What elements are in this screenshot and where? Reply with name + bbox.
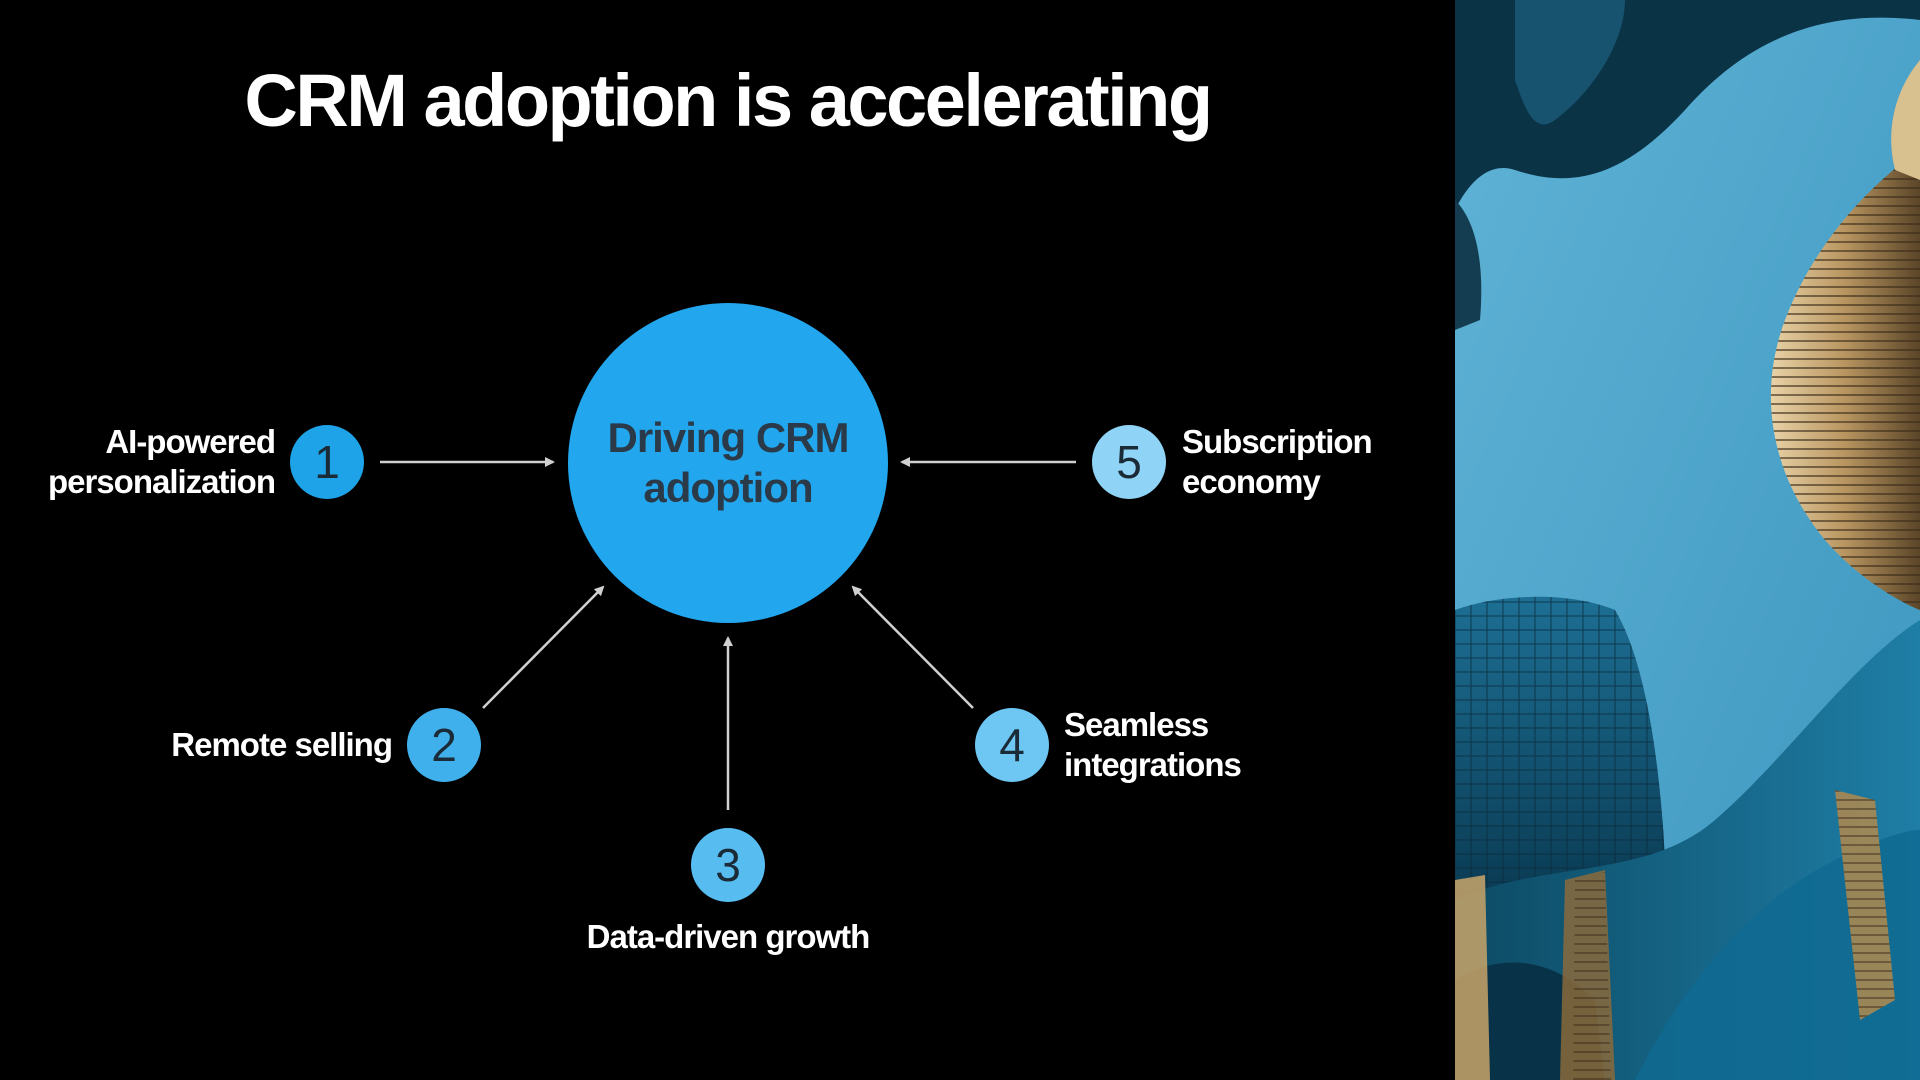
driver-badge-3: 3: [691, 828, 765, 902]
driver-number-5: 5: [1116, 436, 1142, 488]
driver-label-4: Seamless integrations: [1064, 706, 1242, 783]
driver-number-2: 2: [431, 719, 457, 771]
skyscraper-illustration: [1455, 0, 1920, 1080]
driver-label-5: Subscription economy: [1182, 423, 1373, 500]
driver-number-1: 1: [314, 436, 340, 488]
arrow-4: [851, 585, 974, 709]
driver-badge-5: 5: [1092, 425, 1166, 499]
arrow-2: [482, 585, 605, 709]
driver-badge-2: 2: [407, 708, 481, 782]
architecture-photo: [1455, 0, 1920, 1080]
driver-badge-1: 1: [290, 425, 364, 499]
driver-number-4: 4: [999, 719, 1025, 771]
hub-circle: Driving CRM adoption: [568, 303, 888, 623]
slide-title: CRM adoption is accelerating: [244, 59, 1213, 142]
driver-number-3: 3: [715, 839, 741, 891]
arrows-layer: [380, 457, 1076, 810]
driver-label-1: AI-powered personalization: [47, 423, 276, 500]
hub-label: Driving CRM adoption: [607, 413, 850, 511]
driver-label-2: Remote selling: [171, 726, 393, 763]
driver-label-3: Data-driven growth: [586, 918, 871, 955]
driver-badge-4: 4: [975, 708, 1049, 782]
